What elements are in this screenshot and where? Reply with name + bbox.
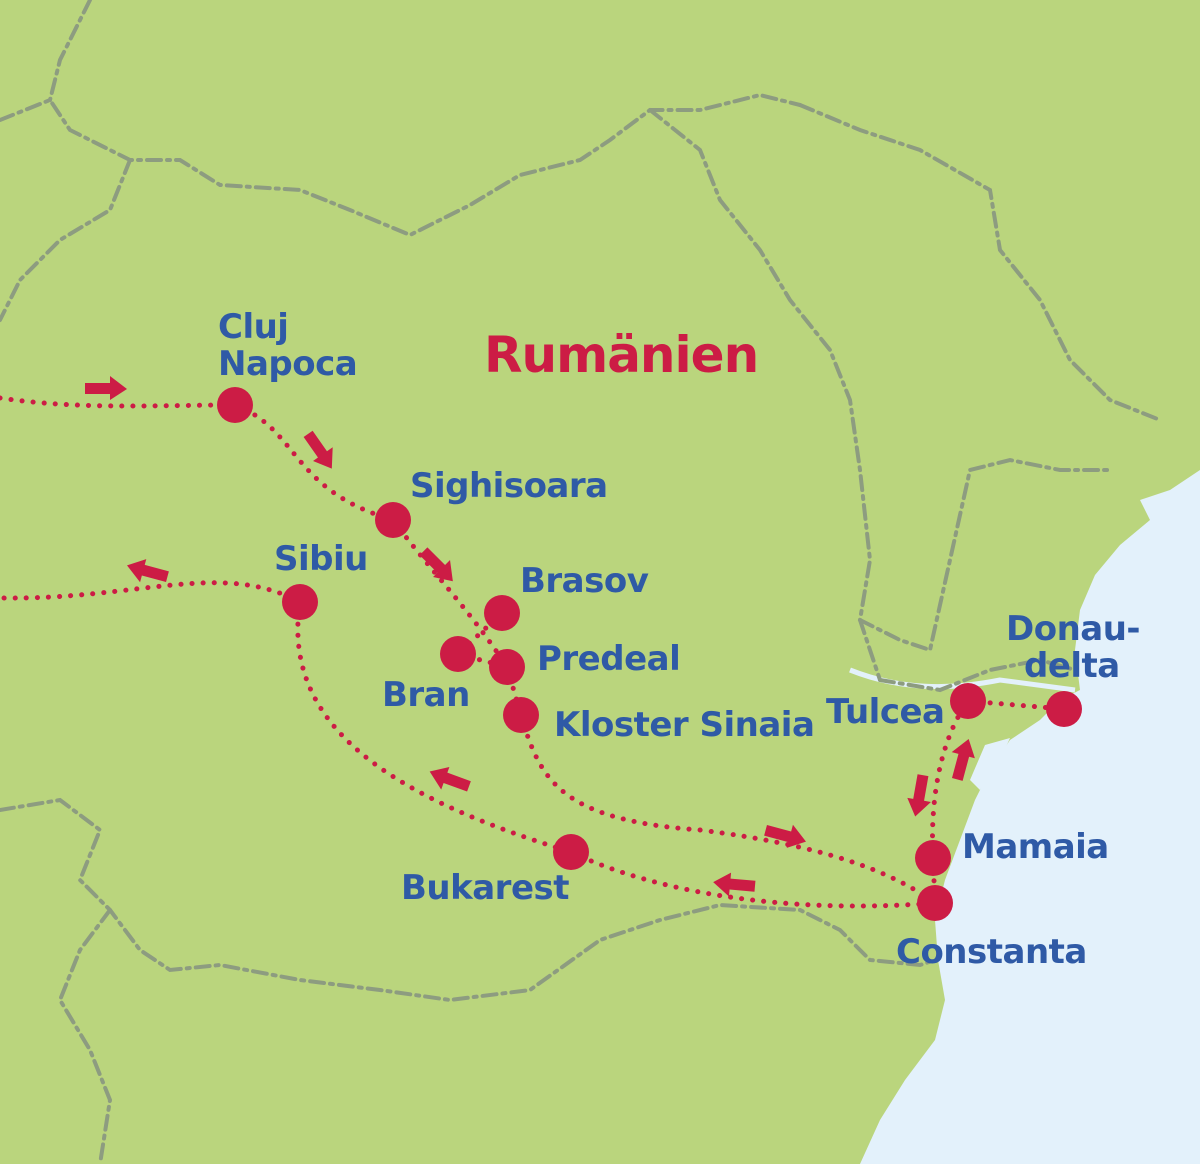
label-mamaia: Mamaia xyxy=(962,827,1109,867)
country-title: Rumänien xyxy=(484,326,758,384)
label-donau: Donau- xyxy=(1006,609,1140,649)
label-delta: delta xyxy=(1024,646,1120,686)
city-marker-sighisoara[interactable] xyxy=(375,502,411,538)
arrow-icon xyxy=(303,430,333,469)
direction-arrows xyxy=(85,376,975,897)
label-cluj: Cluj xyxy=(218,307,288,347)
city-marker-cluj[interactable] xyxy=(217,387,253,423)
city-marker-constanta[interactable] xyxy=(917,885,953,921)
label-bran: Bran xyxy=(382,675,470,715)
arrow-icon xyxy=(907,774,931,817)
label-sinaia: Kloster Sinaia xyxy=(554,705,814,745)
delta-lake xyxy=(970,738,1010,790)
label-sighisoara: Sighisoara xyxy=(410,466,608,506)
routes xyxy=(0,395,1067,909)
country-borders xyxy=(0,0,1162,1164)
arrow-icon xyxy=(127,559,169,583)
city-marker-sinaia[interactable] xyxy=(503,697,539,733)
city-marker-tulcea[interactable] xyxy=(950,683,986,719)
black-sea xyxy=(860,470,1200,1164)
city-markers xyxy=(217,387,1082,921)
arrow-icon xyxy=(85,376,127,400)
label-predeal: Predeal xyxy=(537,639,680,679)
city-marker-brasov[interactable] xyxy=(484,595,520,631)
city-marker-bran[interactable] xyxy=(440,636,476,672)
arrow-icon xyxy=(951,739,975,781)
arrow-icon xyxy=(713,872,756,897)
city-marker-mamaia[interactable] xyxy=(915,840,951,876)
city-marker-predeal[interactable] xyxy=(489,649,525,685)
city-labels: Cluj Napoca Sighisoara Sibiu Brasov Pred… xyxy=(218,307,1141,972)
arrow-icon xyxy=(764,824,806,848)
city-marker-bukarest[interactable] xyxy=(553,834,589,870)
city-marker-donaudelta[interactable] xyxy=(1046,691,1082,727)
label-napoca: Napoca xyxy=(218,344,357,384)
label-brasov: Brasov xyxy=(520,561,649,601)
label-tulcea: Tulcea xyxy=(826,692,944,732)
label-constanta: Constanta xyxy=(896,932,1087,972)
arrow-icon xyxy=(429,767,471,792)
label-sibiu: Sibiu xyxy=(274,539,368,579)
city-marker-sibiu[interactable] xyxy=(282,584,318,620)
arrow-icon xyxy=(419,547,453,582)
label-bukarest: Bukarest xyxy=(401,868,569,908)
